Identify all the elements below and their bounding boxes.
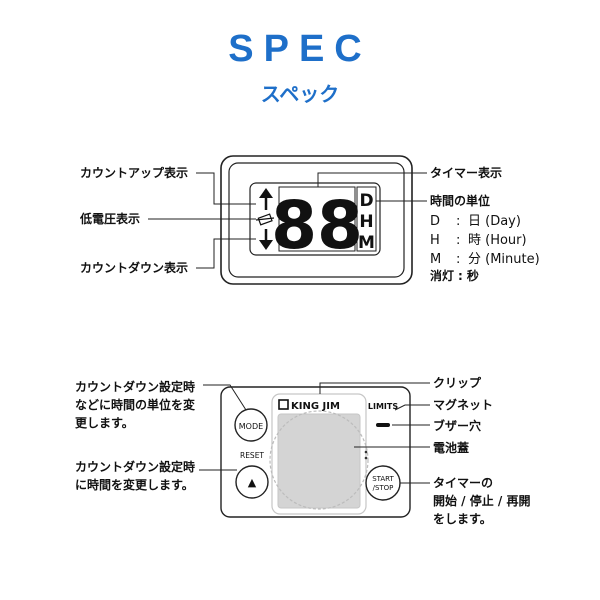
- label-countup: カウントアップ表示: [80, 166, 189, 180]
- reset-label: RESET: [240, 451, 264, 460]
- unit-key: M: [430, 252, 442, 267]
- label-magnet: マグネット: [433, 398, 494, 412]
- lcd-digits: 88: [271, 187, 363, 264]
- label-line: などに時間の単位を変: [75, 398, 196, 412]
- battery-cover-circle: [269, 410, 369, 510]
- unit-list: D:日 (Day) H:時 (Hour) M:分 (Minute) 消灯:秒: [430, 210, 540, 286]
- device-leader-lines: [199, 382, 430, 484]
- up-button[interactable]: [236, 466, 268, 498]
- label-countdown: カウントダウン表示: [80, 261, 189, 275]
- unit-letter-m: M: [358, 233, 375, 253]
- display-leader-lines: [148, 172, 427, 269]
- unit-row-minute: M: 分 (Minute): [430, 248, 540, 267]
- spec-subtitle: スペック: [260, 82, 340, 106]
- unit-sep: :: [456, 252, 461, 267]
- label-line: カウントダウン設定時: [75, 460, 196, 474]
- label-start-desc: タイマーの 開始 / 停止 / 再開 をします。: [433, 474, 530, 528]
- label-mode-desc: カウントダウン設定時 などに時間の単位を変 更します。: [75, 378, 195, 432]
- label-buzzer: ブザー穴: [433, 419, 482, 433]
- mode-button-shape: [234, 408, 268, 442]
- countdown-arrow-icon: [259, 229, 273, 250]
- label-time-unit: 時間の単位: [430, 194, 491, 208]
- up-button-label: ▲: [248, 476, 257, 489]
- label-line: 更します。: [75, 416, 134, 430]
- model-name: LIMITS: [368, 402, 398, 411]
- label-line: カウントダウン設定時: [75, 380, 196, 394]
- clip-plate: [277, 413, 361, 509]
- label-timer-display: タイマー表示: [430, 166, 503, 180]
- buzzer-hole: [376, 423, 390, 427]
- unit-key: 消灯: [430, 269, 455, 283]
- unit-value: 分 (Minute): [468, 252, 540, 267]
- brand-name: KING JIM: [291, 401, 340, 412]
- label-line: タイマーの: [433, 476, 494, 490]
- digit-frame: [278, 186, 356, 252]
- unit-key: H: [430, 233, 440, 248]
- label-low-battery: 低電圧表示: [80, 212, 141, 226]
- label-line: をします。: [433, 512, 492, 526]
- label-battery-cover: 電池蓋: [433, 441, 470, 455]
- low-battery-icon: [255, 213, 275, 226]
- start-stop-button[interactable]: [366, 466, 400, 500]
- unit-sep: :: [456, 233, 461, 248]
- label-line: に時間を変更します。: [75, 478, 194, 492]
- mode-button[interactable]: [235, 409, 267, 441]
- label-clip: クリップ: [433, 376, 482, 390]
- unit-letter-h: H: [359, 212, 373, 232]
- mode-button-label: MODE: [239, 422, 263, 431]
- unit-key: D: [430, 214, 441, 229]
- unit-value: 秒: [466, 269, 479, 283]
- unit-sep: :: [456, 214, 461, 229]
- label-up-desc: カウントダウン設定時 に時間を変更します。: [75, 458, 195, 494]
- unit-value: 日 (Day): [468, 214, 521, 229]
- start-button-label-1: START: [372, 475, 394, 483]
- unit-row-off: 消灯:秒: [430, 267, 540, 286]
- label-line: 開始 / 停止 / 再開: [433, 494, 531, 508]
- unit-value: 時 (Hour): [468, 233, 527, 248]
- brand-logo-icon: [278, 399, 289, 410]
- unit-frame: [356, 186, 377, 252]
- unit-row-day: D: 日 (Day): [430, 210, 540, 229]
- spec-title: SPEC: [228, 28, 372, 70]
- unit-letter-d: D: [359, 191, 373, 211]
- start-button-label-2: /STOP: [373, 484, 394, 492]
- countup-arrow-icon: [259, 188, 273, 210]
- unit-sep: :: [458, 269, 463, 283]
- up-button-shape: [235, 465, 269, 499]
- unit-row-hour: H: 時 (Hour): [430, 229, 540, 248]
